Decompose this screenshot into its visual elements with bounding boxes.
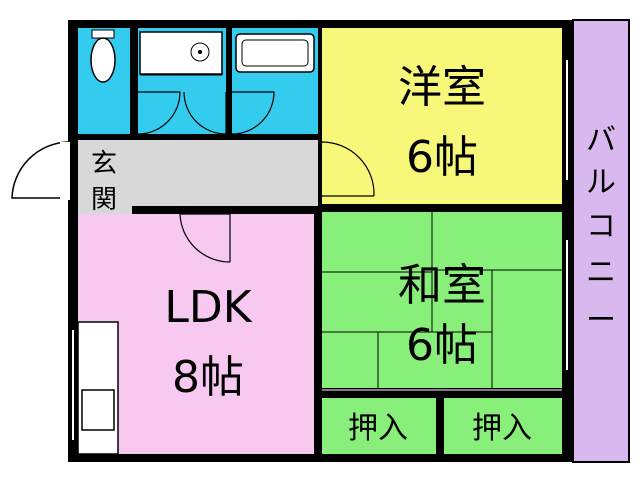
room-youshitsu <box>322 28 562 204</box>
tatami-lines <box>322 212 562 388</box>
closet-1-name: 押入 <box>348 411 408 446</box>
closet-2-name: 押入 <box>472 411 532 446</box>
ldk-name: LDK <box>164 282 252 333</box>
bathtub-icon <box>235 33 315 73</box>
balcony-char-4: ニ <box>586 255 616 290</box>
balcony-char-2: ル <box>586 165 616 200</box>
genkan-line2: 関 <box>91 185 117 215</box>
youshitsu-name: 洋室 <box>398 62 486 113</box>
closet-2 <box>444 398 562 454</box>
washitsu-name: 和室 <box>398 260 486 311</box>
closet-1 <box>322 398 436 454</box>
ldk-size: 8帖 <box>172 352 244 403</box>
room-washitsu <box>322 212 562 388</box>
balcony-char-3: コ <box>586 209 616 244</box>
ldk-door <box>179 213 231 263</box>
kitchen-counter-icon <box>77 321 119 455</box>
youshitsu-door <box>321 141 375 197</box>
balcony <box>572 19 630 463</box>
balcony-char-1: バ <box>586 123 616 158</box>
entrance-door <box>11 141 69 199</box>
genkan-line1: 玄 <box>91 149 117 179</box>
youshitsu-size: 6帖 <box>406 132 478 183</box>
bath-doors <box>137 91 275 135</box>
toilet-icon <box>90 29 116 83</box>
balcony-char-5: ー <box>586 303 616 338</box>
washbasin-icon <box>139 31 223 76</box>
washitsu-size: 6帖 <box>406 320 478 371</box>
